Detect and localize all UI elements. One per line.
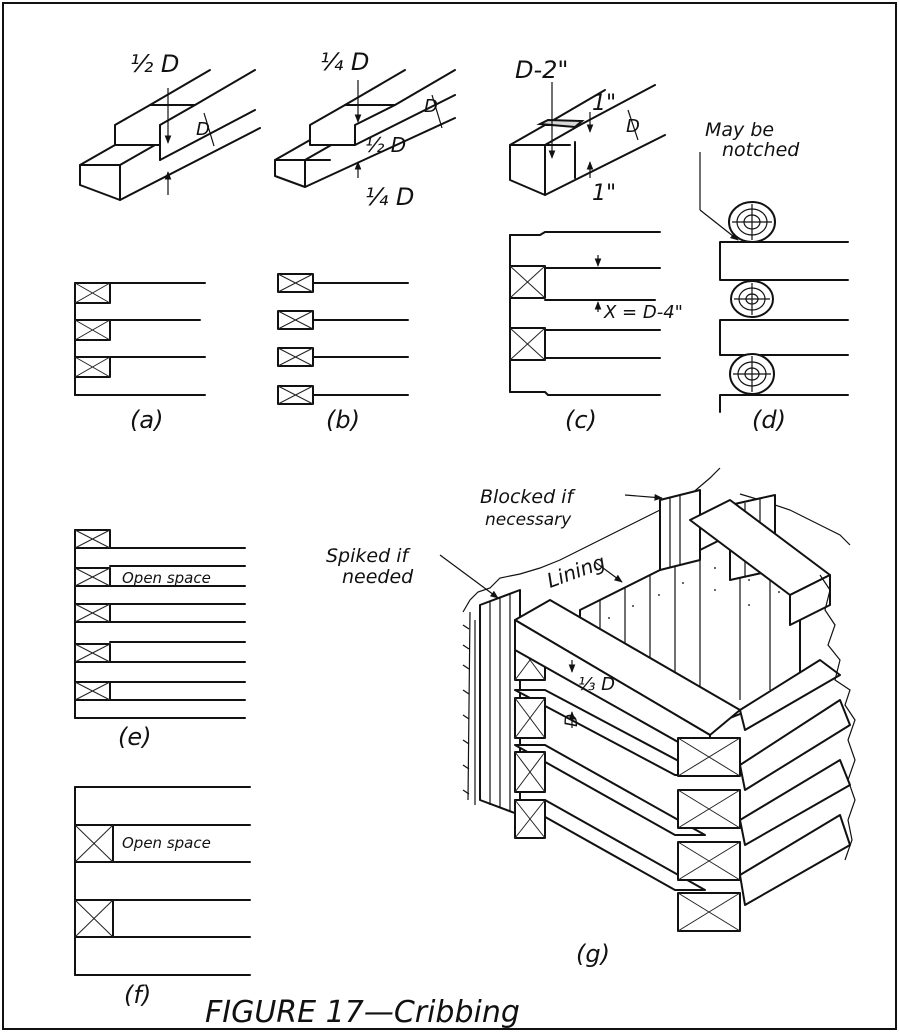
panel-g-spiked-line1: Spiked if (326, 545, 411, 567)
panel-e-crossed-block (74, 529, 111, 549)
panel-a-notched-timber: ½ D D (79, 50, 261, 201)
panel-g-right-ground (819, 574, 856, 861)
panel-e-space-label: Open space (122, 569, 211, 587)
panel-e: Open space (e) (74, 529, 246, 751)
panel-b-notched-timber: ¼ D ½ D ¼ D D (274, 48, 456, 211)
figure-caption: FIGURE 17—Cribbing (205, 995, 520, 1030)
panel-b-label: (b) (326, 406, 360, 434)
panel-g-timber-end (677, 789, 741, 829)
panel-e-crossed-block (74, 567, 111, 587)
panel-g-blocked-line1: Blocked if (480, 486, 576, 508)
panel-c-gap-top-label: 1" (592, 91, 616, 116)
panel-c-spacing-label: X = D-4" (603, 302, 683, 323)
panel-f-crossed-block (74, 824, 114, 863)
panel-b-crossed-block (277, 310, 314, 330)
panel-g-right-timbers (677, 659, 851, 932)
panel-g-timber-end (514, 799, 546, 839)
panel-g-label: (g) (576, 940, 610, 968)
panel-c-crossed-block (509, 265, 546, 299)
panel-b-mid-label: ½ D (365, 133, 406, 157)
panel-d: May be notched (d) (699, 119, 849, 434)
panel-b-depth-label: D (424, 96, 438, 117)
panel-c-label: (c) (565, 406, 597, 434)
panel-g-corner-post (659, 489, 701, 571)
panel-g-top-timber (689, 499, 831, 626)
panel-a-elevation (74, 282, 206, 396)
panel-b-crossed-block (277, 273, 314, 293)
panel-a-notch-label: ½ D (130, 50, 179, 78)
panel-e-label: (e) (118, 723, 152, 751)
panel-a-crossed-block (74, 319, 111, 341)
panel-a-label: (a) (130, 406, 163, 434)
panel-f-crossed-block (74, 899, 114, 938)
panel-b-elevation (277, 273, 409, 405)
panel-e-crossed-block (74, 643, 111, 663)
panel-d-log (730, 280, 774, 318)
panel-g-top-front-timber (514, 599, 741, 761)
panel-f-space-label: Open space (122, 834, 211, 852)
panel-c: D-2" 1" 1" D X = D-4" (c) (509, 56, 683, 434)
panel-c-crossed-block (509, 327, 546, 361)
panel-b-crossed-block (277, 385, 314, 405)
panel-d-label: (d) (752, 406, 786, 434)
panel-g-corner-post (479, 589, 521, 816)
panel-g-depth-label: D (562, 714, 582, 727)
panel-a: ½ D D (a) (74, 50, 261, 434)
panel-a-crossed-block (74, 356, 111, 378)
panel-g-timber-end (514, 751, 546, 793)
panel-c-top-label: D-2" (515, 56, 568, 84)
panel-f-label: (f) (124, 981, 151, 1009)
panel-b-crossed-block (277, 347, 314, 367)
panel-g-lining-label: Lining (544, 550, 609, 593)
panel-c-notched-timber: D-2" 1" 1" D (509, 56, 666, 206)
panel-g-timber-end (677, 892, 741, 932)
panel-d-elevation (719, 241, 849, 413)
panel-b-top-label: ¼ D (320, 48, 369, 76)
panel-d-note-line1: May be (705, 119, 774, 141)
panel-g-timber-end (514, 697, 546, 739)
panel-d-log (728, 201, 776, 243)
panel-b: ¼ D ½ D ¼ D D (b) (274, 48, 456, 434)
panel-c-elevation: X = D-4" (509, 231, 683, 396)
panel-f: Open space (f) (74, 786, 251, 1009)
panel-a-depth-label: D (196, 119, 210, 140)
panel-b-bottom-label: ¼ D (365, 183, 414, 211)
panel-c-gap-bottom-label: 1" (592, 181, 616, 206)
panel-e-crossed-block (74, 603, 111, 623)
panel-g-spiked-line2: needed (342, 566, 414, 588)
panel-a-crossed-block (74, 282, 111, 304)
panel-g-timber-end (677, 737, 741, 777)
panel-d-log (729, 353, 775, 395)
panel-g-timber-end (677, 841, 741, 881)
panel-c-depth-label: D (626, 116, 640, 137)
panel-g-notch-label: ⅓ D (578, 674, 615, 695)
panel-e-crossed-block (74, 681, 111, 701)
panel-g-blocked-line2: necessary (485, 510, 572, 530)
panel-d-note-line2: notched (722, 139, 800, 161)
panel-g: Blocked if necessary Spiked if needed Li… (326, 467, 856, 968)
